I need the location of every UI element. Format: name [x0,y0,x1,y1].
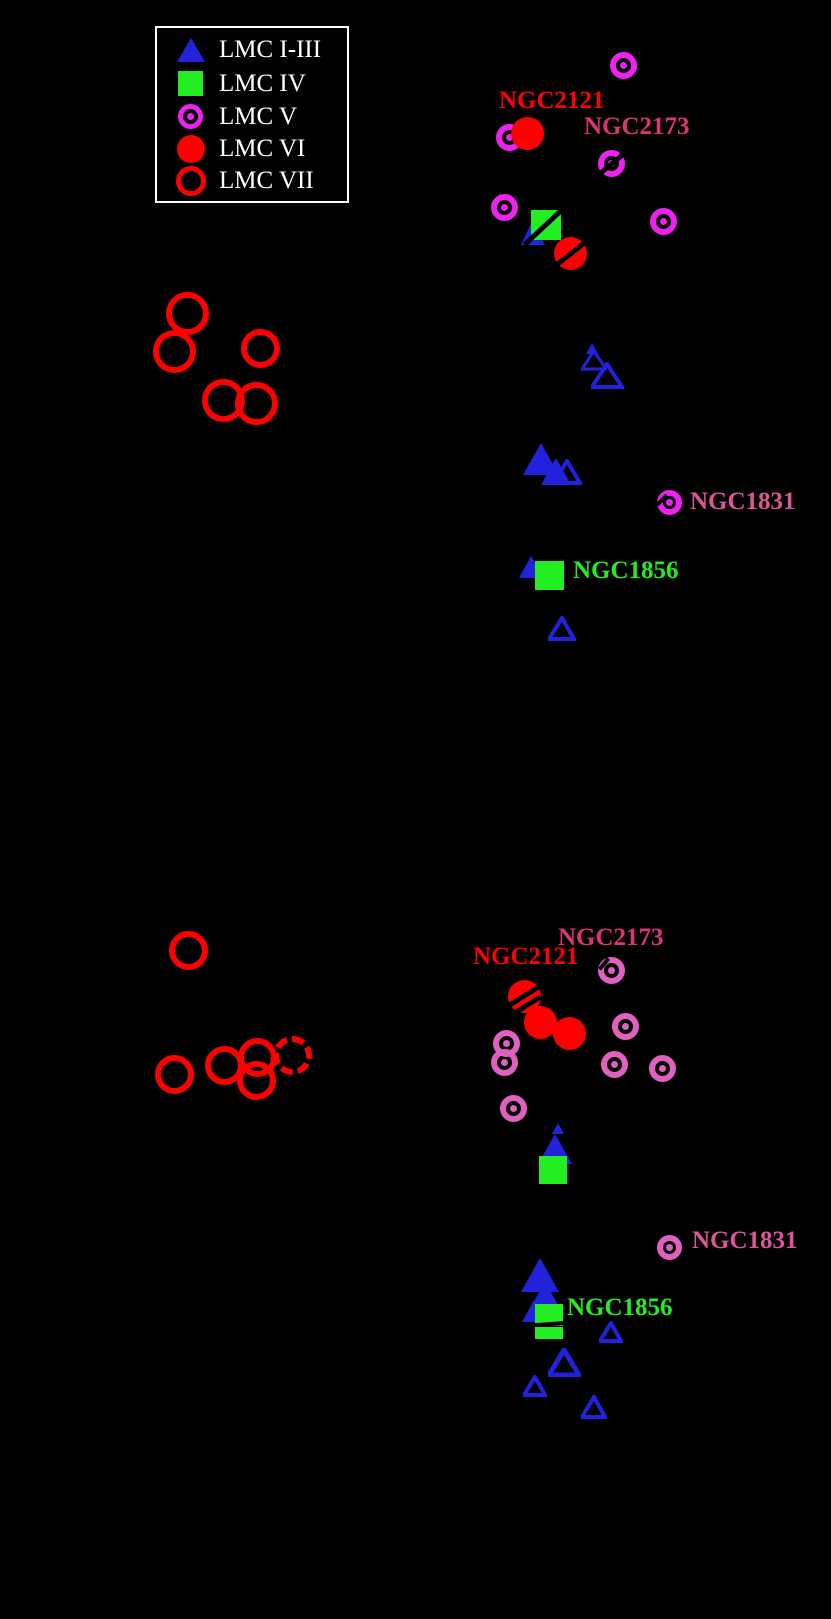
marker-lmc-i-iii [581,349,607,371]
filled-circle-icon [169,133,215,163]
filled-triangle-icon [169,34,215,64]
marker-lmc-iv [539,1156,567,1184]
marker-lmc-vii [166,292,209,335]
ring-dot-icon [169,101,215,131]
upper-panel: NGC2121 NGC2173 NGC1831 NGC1856 [153,52,796,641]
cluster-label-ngc1831: NGC1831 [690,488,796,515]
marker-lmc-i-iii [548,1348,581,1377]
open-circle-icon [169,165,215,196]
marker-lmc-i-iii [599,1321,623,1343]
legend-box: LMC I-III LMC IV LMC V LMC VI [155,26,349,203]
cluster-label-ngc2173: NGC2173 [558,924,664,951]
marker-lmc-v [610,52,637,79]
marker-lmc-v [612,1013,639,1040]
marker-lmc-vii [169,931,208,970]
filled-square-icon [169,68,215,98]
legend-item-lmc-v: LMC V [169,101,297,131]
legend-label-lmc-i-iii: LMC I-III [219,35,322,63]
marker-lmc-v [500,1095,527,1122]
marker-lmc-i-iii [548,616,576,641]
cluster-label-ngc2121: NGC2121 [499,87,605,114]
legend-item-lmc-iv: LMC IV [169,68,306,98]
marker-lmc-vii [237,1061,276,1100]
legend-item-lmc-vi: LMC VI [169,133,305,163]
marker-lmc-vi [511,117,544,150]
marker-lmc-iv [535,561,564,590]
legend-label-lmc-iv: LMC IV [219,69,306,97]
marker-lmc-v [491,194,518,221]
marker-lmc-vii [153,330,196,373]
marker-lmc-iv [535,1327,563,1339]
cluster-label-ngc2173: NGC2173 [584,113,690,140]
cluster-label-ngc1831: NGC1831 [692,1227,798,1254]
marker-lmc-i-iii [581,1395,607,1419]
marker-lmc-i-iii [552,1123,564,1134]
legend-label-lmc-vi: LMC VI [219,134,306,162]
marker-lmc-vi [553,1017,586,1050]
marker-lmc-v [649,1055,676,1082]
marker-lmc-v [657,1235,682,1260]
marker-lmc-i-iii [586,343,598,354]
marker-lmc-vii [235,382,278,425]
marker-lmc-i-iii [591,362,624,389]
cluster-label-ngc1856: NGC1856 [567,1294,673,1321]
cluster-label-ngc1856: NGC1856 [573,557,679,584]
legend-label-lmc-v: LMC V [219,102,298,130]
marker-lmc-vii-dashed [273,1036,312,1075]
marker-lmc-v [491,1049,518,1076]
marker-lmc-v [650,208,677,235]
legend-label-lmc-vii: LMC VII [219,166,314,194]
legend-item-lmc-vii: LMC VII [169,165,314,196]
marker-lmc-i-iii [523,1375,547,1397]
marker-lmc-vii [241,329,280,368]
marker-lmc-vii [155,1055,194,1094]
marker-lmc-iv [535,1304,563,1326]
legend-item-lmc-i-iii: LMC I-III [169,34,321,64]
marker-lmc-v [601,1051,628,1078]
lower-panel: NGC2121 NGC2173 NGC1831 NGC1856 [0,810,831,1619]
marker-lmc-i-iii [553,459,582,485]
marker-lmc-vi [524,1006,557,1039]
cluster-label-ngc2121: NGC2121 [473,943,579,970]
